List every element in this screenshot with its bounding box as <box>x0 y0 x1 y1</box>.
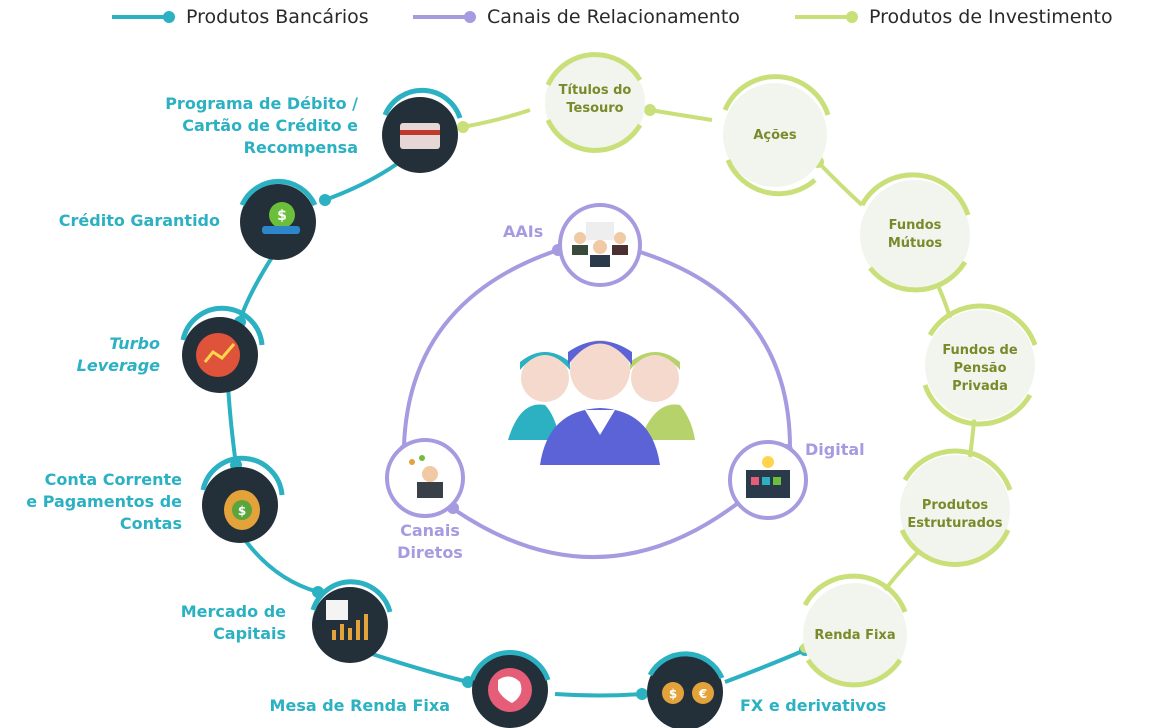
node-guaranteed-credit: $ <box>239 178 318 260</box>
stock-chart-icon <box>326 600 368 640</box>
label-capital-markets: Mercado de Capitais <box>180 602 286 643</box>
legend-label-channels: Canais de Relacionamento <box>487 6 740 28</box>
legend-label-investments: Produtos de Investimento <box>869 6 1113 28</box>
svg-text:$: $ <box>669 687 677 701</box>
label-direct: Canais Diretos <box>397 521 463 562</box>
svg-text:€: € <box>698 687 707 701</box>
label-structured: Produtos Estruturados <box>907 498 1003 531</box>
label-fixed-income: Renda Fixa <box>814 628 896 643</box>
label-fixed-income-desk: Mesa de Renda Fixa <box>269 696 450 715</box>
label-treasury: Títulos do Tesouro <box>558 83 632 116</box>
legend-item-channels: Canais de Relacionamento <box>413 6 740 28</box>
label-stocks: Ações <box>753 128 797 143</box>
legend-line-banking <box>112 11 175 23</box>
currency-exchange-icon: $ € <box>662 682 714 704</box>
node-aais <box>558 203 642 287</box>
node-debit-card <box>382 87 463 173</box>
meeting-people-icon <box>572 222 628 267</box>
legend-line-channels <box>413 11 476 23</box>
node-capital-markets <box>310 579 393 663</box>
node-fixed-income-desk <box>469 649 551 728</box>
label-digital: Digital <box>805 440 865 459</box>
label-pension: Fundos de Pensão Privada <box>942 343 1018 394</box>
digital-monitor-icon <box>746 456 790 498</box>
legend: Produtos Bancários Canais de Relacioname… <box>0 6 1153 34</box>
label-checking: Conta Corrente e Pagamentos de Contas <box>26 470 182 533</box>
svg-text:$: $ <box>277 208 287 224</box>
advisor-person-icon <box>409 455 443 498</box>
label-turbo: Turbo Leverage <box>76 334 160 375</box>
money-bag-hand-icon <box>269 202 295 228</box>
svg-text:$: $ <box>238 504 246 518</box>
label-mutual-funds: Fundos Mútuos <box>887 218 943 251</box>
legend-label-banking: Produtos Bancários <box>186 6 369 28</box>
node-digital <box>728 440 808 520</box>
investment-nodes <box>545 52 1038 688</box>
node-turbo <box>180 305 265 393</box>
team-group-icon <box>508 340 695 465</box>
label-fx: FX e derivativos <box>740 696 887 715</box>
label-debit-card: Programa de Débito / Cartão de Crédito e… <box>165 94 358 157</box>
node-checking: $ <box>200 455 285 543</box>
channels-ring <box>402 248 792 560</box>
node-direct <box>385 438 465 518</box>
label-aais: AAIs <box>503 222 544 241</box>
node-fx: $ € <box>647 651 725 728</box>
label-guaranteed-credit: Crédito Garantido <box>58 211 220 230</box>
legend-item-banking: Produtos Bancários <box>112 6 369 28</box>
credit-card-icon <box>400 123 440 149</box>
legend-item-investments: Produtos de Investimento <box>795 6 1113 28</box>
legend-line-investments <box>795 11 858 23</box>
